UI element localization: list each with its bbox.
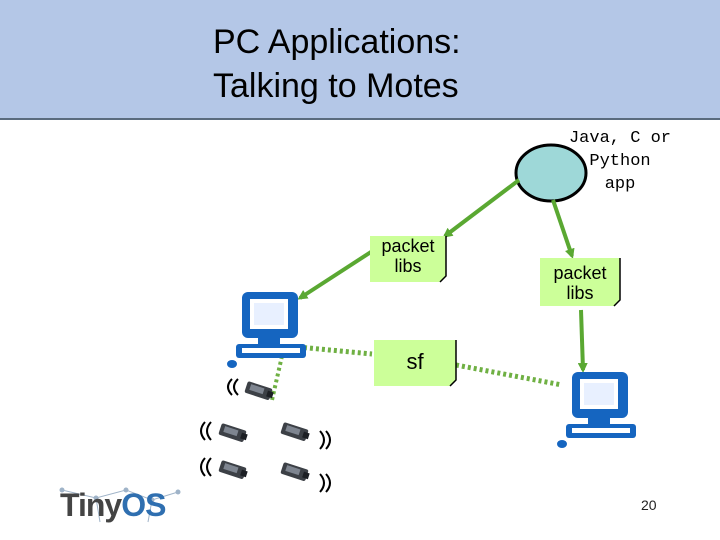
antenna-icon <box>319 430 331 450</box>
title-bar: PC Applications: Talking to Motes <box>0 0 720 120</box>
serial-link-left <box>297 344 373 357</box>
logo-text-tiny: Tiny <box>60 487 122 523</box>
arrow-app-to-left-libs <box>442 178 521 238</box>
title-line-2: Talking to Motes <box>213 67 459 105</box>
app-label-line-3: app <box>604 175 636 194</box>
packet-libs-box-right <box>540 258 621 307</box>
packet-libs-label-left: packet libs <box>370 236 446 276</box>
mote-icon <box>218 460 248 480</box>
packet-libs-label-right: packet libs <box>540 263 620 303</box>
antenna-icon <box>200 421 212 441</box>
packet-libs-right-line-1: packet <box>553 263 607 283</box>
tinyos-logo: TinyOS <box>56 484 186 528</box>
serial-link-right <box>455 362 563 388</box>
app-label: Java, C or Python app <box>568 127 672 196</box>
title-line-1: PC Applications: <box>213 23 461 61</box>
app-label-line-1: Java, C or <box>568 129 672 148</box>
arrow-right-libs-to-computer <box>577 309 588 373</box>
logo-graphic <box>59 487 181 523</box>
serial-link-mote <box>270 355 284 401</box>
logo-text: TinyOS <box>60 487 166 524</box>
page-number: 20 <box>641 497 657 513</box>
mote-icon <box>280 462 310 482</box>
computer-icon <box>227 292 306 368</box>
arrow-app-to-right-libs <box>551 199 575 259</box>
packet-libs-left-line-1: packet <box>381 236 435 256</box>
application-node <box>514 143 588 203</box>
antenna-icon <box>227 378 239 396</box>
mote-icon <box>244 381 274 401</box>
serial-forwarder-label: sf <box>406 349 424 374</box>
packet-libs-left-line-2: libs <box>394 256 422 276</box>
packet-libs-right-line-2: libs <box>566 283 594 303</box>
serial-forwarder-box <box>374 340 457 387</box>
logo-text-os: OS <box>121 487 166 523</box>
antenna-icon <box>319 473 331 493</box>
slide-title: PC Applications: Talking to Motes <box>213 20 461 108</box>
antenna-icon <box>200 457 212 477</box>
arrow-left-libs-to-computer <box>297 248 376 300</box>
packet-libs-box-left <box>370 236 447 283</box>
app-label-line-2: Python <box>589 152 651 171</box>
mote-icon <box>280 422 310 442</box>
mote-icon <box>218 423 248 443</box>
computer-icon <box>557 372 636 448</box>
